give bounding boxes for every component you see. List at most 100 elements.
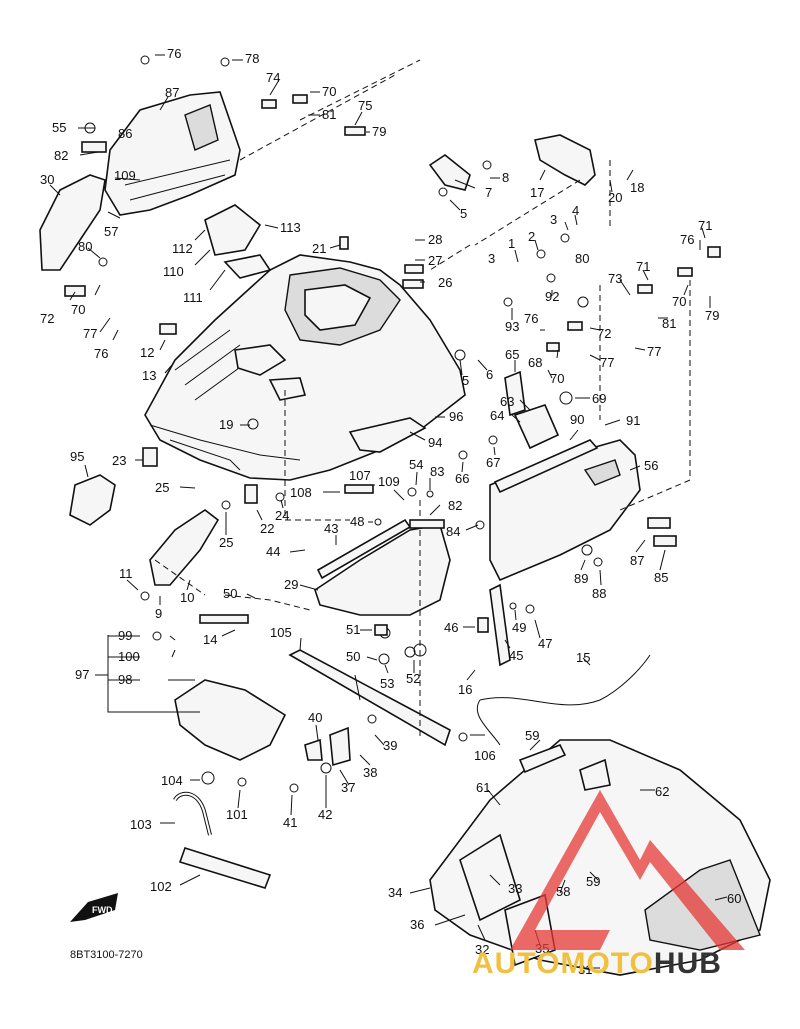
callout-labels: 76 78 74 70 81 75 79 87 86 55 82 30 109 … [40, 46, 741, 977]
callout: 95 [70, 449, 84, 464]
inner-panel-29 [314, 524, 451, 616]
callout: 32 [475, 942, 489, 957]
callout: 26 [438, 275, 452, 290]
callout: 24 [275, 508, 289, 523]
svg-text:AUTOMOTOHUB: AUTOMOTOHUB [472, 947, 722, 980]
callout: 45 [509, 648, 523, 663]
callout: 93 [505, 319, 519, 334]
callout: 29 [284, 577, 298, 592]
callout: 9 [155, 606, 162, 621]
callout: 44 [266, 544, 280, 559]
callout: 77 [83, 326, 97, 341]
callout: 55 [52, 120, 66, 135]
callout: 23 [112, 453, 126, 468]
callout: 72 [597, 326, 611, 341]
callout: 87 [630, 553, 644, 568]
callout: 17 [530, 185, 544, 200]
callout: 19 [219, 417, 233, 432]
callout: 6 [486, 367, 493, 382]
callout: 5 [462, 373, 469, 388]
callout: 22 [260, 521, 274, 536]
callout: 70 [672, 294, 686, 309]
callout: 71 [636, 259, 650, 274]
fwd-arrow-icon [70, 893, 118, 922]
callout: 76 [524, 311, 538, 326]
callout: 27 [428, 253, 442, 268]
fwd-label: FWD [92, 905, 113, 915]
callout: 82 [54, 148, 68, 163]
callout: 33 [508, 881, 522, 896]
callout: 56 [644, 458, 658, 473]
callout: 3 [488, 251, 495, 266]
watermark-triangle-icon [510, 790, 745, 950]
callout: 14 [203, 632, 217, 647]
callout: 34 [388, 885, 402, 900]
callout: 97 [75, 667, 89, 682]
callout: 48 [350, 514, 364, 529]
callout: 11 [119, 566, 133, 581]
callout: 100 [118, 649, 140, 664]
callout: 42 [318, 807, 332, 822]
callout: 89 [574, 571, 588, 586]
callout: 57 [104, 224, 118, 239]
callout: 3 [550, 212, 557, 227]
callout: 92 [545, 289, 559, 304]
diagram-code: 8BT3100-7270 [70, 949, 143, 961]
cable-15 [479, 654, 651, 706]
callout: 108 [290, 485, 312, 500]
callout: 101 [226, 807, 248, 822]
callout: 111 [183, 290, 203, 305]
callout: 38 [363, 765, 377, 780]
bracket-17 [534, 134, 596, 186]
callout: 82 [448, 498, 462, 513]
callout: 18 [630, 180, 644, 195]
callout: 68 [528, 355, 542, 370]
callout: 73 [608, 271, 622, 286]
callout: 105 [270, 625, 292, 640]
callout: 69 [592, 391, 606, 406]
callout: 81 [322, 107, 336, 122]
callout: 90 [570, 412, 584, 427]
callout: 98 [118, 672, 132, 687]
callout: 1 [508, 236, 515, 251]
callout: 43 [324, 521, 338, 536]
callout: 8 [502, 170, 509, 185]
callout: 21 [312, 241, 326, 256]
callout: 49 [512, 620, 526, 635]
callout: 110 [163, 264, 184, 279]
callout: 70 [550, 371, 564, 386]
callout: 65 [505, 347, 519, 362]
callout: 28 [428, 232, 442, 247]
callout: 79 [705, 308, 719, 323]
callout: 20 [608, 190, 622, 205]
callout: 104 [161, 773, 183, 788]
callout: 7 [485, 185, 492, 200]
callout: 41 [283, 815, 297, 830]
callout: 53 [380, 676, 394, 691]
callout: 77 [600, 355, 614, 370]
callout: 37 [341, 780, 355, 795]
callout: 31 [578, 962, 592, 977]
callout: 25 [219, 535, 233, 550]
callout: 52 [406, 671, 420, 686]
callout: 103 [130, 817, 152, 832]
callout: 86 [118, 126, 132, 141]
callout: 72 [40, 311, 54, 326]
callout: 59 [586, 874, 600, 889]
callout: 94 [428, 435, 442, 450]
callout: 76 [680, 232, 694, 247]
callout: 109 [114, 168, 136, 183]
callout: 91 [626, 413, 640, 428]
callout: 107 [349, 468, 371, 483]
callout: 83 [430, 464, 444, 479]
callout: 25 [155, 480, 169, 495]
callout: 87 [165, 85, 179, 100]
side-bracket-30 [39, 174, 106, 271]
floor-mat-102 [178, 847, 272, 889]
tray-98 [174, 679, 287, 761]
callout: 15 [576, 650, 590, 665]
callout: 60 [727, 891, 741, 906]
callout: 2 [528, 229, 535, 244]
callout: 30 [40, 172, 54, 187]
